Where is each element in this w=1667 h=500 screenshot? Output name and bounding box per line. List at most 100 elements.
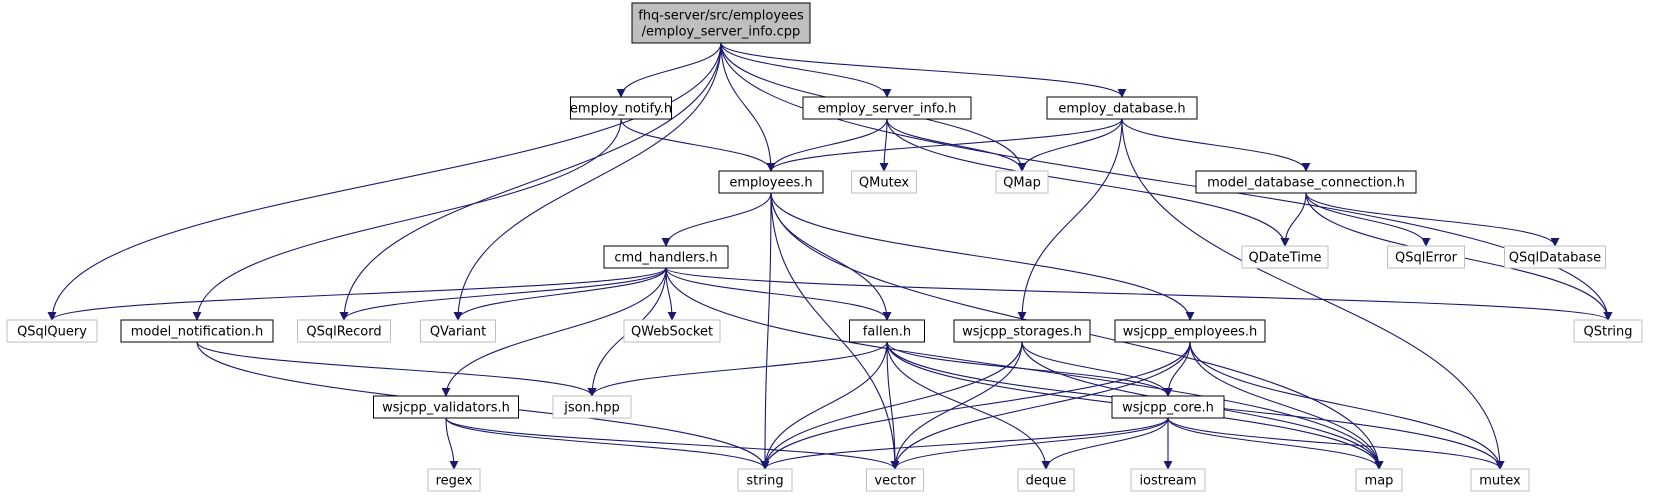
- edge-wsjcpp_employees-to-mutex: [1189, 341, 1505, 470]
- node-model-db-conn[interactable]: model_database_connection.h: [1195, 170, 1417, 194]
- node-employ-notify[interactable]: employ_notify.h: [570, 96, 672, 120]
- node-vector: vector: [866, 468, 924, 492]
- edge-wsjcpp_validators-to-vector: [445, 417, 900, 470]
- edge-employ_notify-to-model_notification: [192, 118, 622, 321]
- edge-root-to-qvariant: [453, 42, 722, 321]
- node-label: iostream: [1139, 474, 1196, 489]
- edge-employ_server_info_h-to-qmap: [886, 118, 1027, 172]
- node-label: QMutex: [859, 176, 910, 191]
- node-wsjcpp-validators[interactable]: wsjcpp_validators.h: [373, 395, 519, 419]
- node-label: cmd_handlers.h: [614, 251, 717, 266]
- edge-line: [1167, 417, 1384, 470]
- node-label: map: [1365, 474, 1394, 489]
- edge-line: [760, 341, 1191, 470]
- edge-line: [1041, 417, 1169, 470]
- node-label: regex: [436, 474, 473, 489]
- edge-wsjcpp_storages-to-string: [760, 341, 1023, 470]
- node-box: [120, 319, 274, 343]
- edge-root-to-employ_database: [720, 42, 1127, 98]
- edge-fallen-to-string: [760, 341, 888, 470]
- node-label: employ_database.h: [1058, 102, 1185, 117]
- edge-line: [665, 267, 1613, 321]
- edge-root-to-employ_server_info_h: [720, 42, 892, 98]
- edge-line: [587, 341, 888, 397]
- node-box: [427, 468, 481, 492]
- node-box: [802, 96, 972, 120]
- edge-line: [453, 267, 667, 321]
- node-wsjcpp-storages[interactable]: wsjcpp_storages.h: [953, 319, 1091, 343]
- node-model-notification[interactable]: model_notification.h: [120, 319, 274, 343]
- edge-line: [886, 341, 900, 470]
- edge-employ_server_info_h-to-employees: [766, 118, 888, 172]
- edge-employ_database-to-qmap: [1017, 118, 1123, 172]
- node-label: employ_server_info.h: [818, 102, 957, 117]
- node-box: [1046, 96, 1198, 120]
- node-qvariant: QVariant: [420, 319, 496, 343]
- node-label: wsjcpp_employees.h: [1123, 325, 1257, 340]
- node-label: QDateTime: [1248, 251, 1321, 266]
- edge-fallen-to-wsjcpp_core: [886, 341, 1173, 397]
- node-employees[interactable]: employees.h: [718, 170, 824, 194]
- edge-line: [339, 267, 667, 321]
- edge-line: [1305, 192, 1560, 247]
- edge-fallen-to-vector: [886, 341, 900, 470]
- node-box: [552, 395, 632, 419]
- node-label: employ_notify.h: [570, 102, 672, 117]
- node-box: [866, 468, 924, 492]
- node-label: QSqlRecord: [306, 325, 381, 340]
- node-label: QSqlError: [1395, 251, 1458, 266]
- edge-line: [196, 341, 597, 397]
- node-mutex: mutex: [1470, 468, 1530, 492]
- node-employ-server-info-h[interactable]: employ_server_info.h: [802, 96, 972, 120]
- node-box: [1111, 395, 1225, 419]
- node-employ-database[interactable]: employ_database.h: [1046, 96, 1198, 120]
- node-box: [570, 96, 672, 120]
- edge-employ_server_info_h-to-qdatetime: [886, 118, 1290, 247]
- node-label: wsjcpp_core.h: [1122, 401, 1214, 416]
- edge-line: [766, 118, 888, 172]
- edge-wsjcpp_employees-to-wsjcpp_core: [1163, 341, 1191, 397]
- edge-line: [661, 192, 772, 247]
- node-qsqldatabase: QSqlDatabase: [1504, 245, 1606, 269]
- node-label: fhq-server/src/employees: [638, 9, 804, 24]
- edge-line: [1017, 118, 1123, 321]
- edge-line: [760, 341, 1023, 470]
- node-box: [851, 170, 917, 194]
- edge-employ_database-to-model_db_conn: [1121, 118, 1311, 172]
- node-qsqlrecord: QSqlRecord: [297, 319, 391, 343]
- edge-line: [1305, 192, 1431, 247]
- edge-line: [760, 341, 888, 470]
- edge-cmd_handlers-to-qsqlrecord: [339, 267, 667, 321]
- edge-employees-to-vector: [770, 192, 900, 470]
- edge-wsjcpp_core-to-vector: [890, 417, 1169, 470]
- node-layer: fhq-server/src/employees/employ_server_i…: [6, 2, 1643, 492]
- node-label: /employ_server_info.cpp: [642, 25, 801, 40]
- edge-line: [766, 118, 1123, 172]
- edge-wsjcpp_employees-to-string: [760, 341, 1191, 470]
- edge-line: [890, 417, 1169, 470]
- node-box: [1573, 319, 1643, 343]
- node-iostream: iostream: [1130, 468, 1206, 492]
- node-qdatetime: QDateTime: [1241, 245, 1329, 269]
- edge-wsjcpp_storages-to-wsjcpp_core: [1021, 341, 1173, 397]
- node-label: json.hpp: [563, 401, 619, 416]
- edge-line: [1017, 118, 1123, 172]
- node-fallen[interactable]: fallen.h: [849, 319, 925, 343]
- edge-model_db_conn-to-qsqlerror: [1305, 192, 1431, 247]
- edge-model_db_conn-to-qsqldatabase: [1305, 192, 1560, 247]
- node-wsjcpp-core[interactable]: wsjcpp_core.h: [1111, 395, 1225, 419]
- edge-wsjcpp_core-to-mutex: [1167, 417, 1505, 470]
- edge-line: [879, 118, 889, 172]
- node-cmd-handlers[interactable]: cmd_handlers.h: [603, 245, 729, 269]
- node-box: [1387, 245, 1465, 269]
- node-box: [995, 170, 1049, 194]
- edge-layer: [47, 42, 1613, 470]
- edge-cmd_handlers-to-fallen: [665, 267, 892, 321]
- node-box: [631, 2, 811, 44]
- edge-line: [665, 267, 677, 321]
- node-root[interactable]: fhq-server/src/employees/employ_server_i…: [631, 2, 811, 44]
- node-wsjcpp-employees[interactable]: wsjcpp_employees.h: [1114, 319, 1266, 343]
- node-box: [1470, 468, 1530, 492]
- edge-wsjcpp_employees-to-vector: [890, 341, 1191, 470]
- edge-wsjcpp_core-to-map: [1167, 417, 1384, 470]
